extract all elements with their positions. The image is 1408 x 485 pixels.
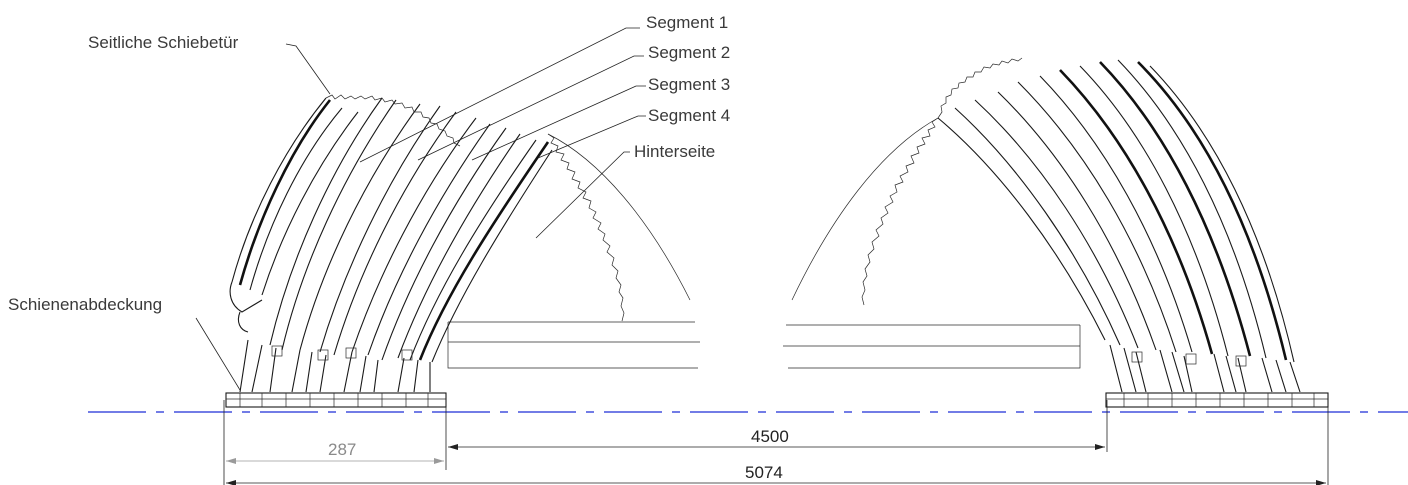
right-segments [937,57,1295,363]
label-back-side: Hinterseite [634,142,715,161]
right-rail [1105,344,1329,408]
left-segments [229,94,553,363]
label-side-door: Seitliche Schiebetür [88,33,239,52]
left-enclosure [225,94,700,408]
right-enclosure [783,57,1329,408]
left-rail [225,339,447,408]
right-back-panel [783,117,1081,369]
label-segment-1: Segment 1 [646,13,728,32]
label-segment-3: Segment 3 [648,75,730,94]
dimension-287: 287 [328,440,356,459]
left-back-panel [447,133,700,369]
dimension-lines [223,400,1329,485]
label-segment-4: Segment 4 [648,106,730,125]
label-rail-cover: Schienenabdeckung [8,295,162,314]
leader-lines [195,27,646,391]
label-segment-2: Segment 2 [648,43,730,62]
dimension-4500: 4500 [751,427,789,446]
dimension-5074: 5074 [745,463,783,482]
